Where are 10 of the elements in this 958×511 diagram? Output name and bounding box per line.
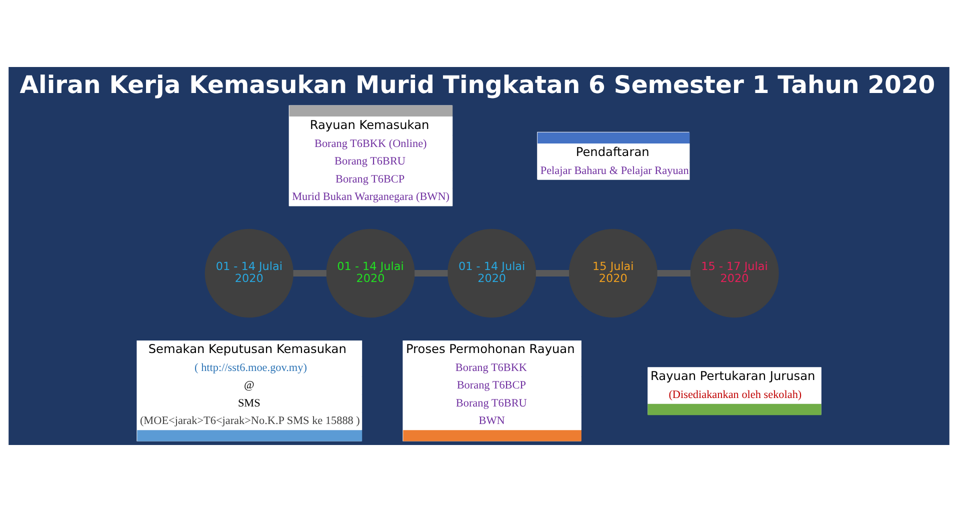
node-circle: 15 - 17 Julai 2020 xyxy=(690,228,779,318)
node-circle: 15 Julai 2020 xyxy=(568,228,658,318)
node-circle: 01 - 14 Julai 2020 xyxy=(204,228,294,318)
node-circle: 01 - 14 Julai 2020 xyxy=(326,228,415,318)
connector xyxy=(536,270,570,276)
diagram-title: Aliran Kerja Kemasukan Murid Tingkatan 6 Semester 1 Tahun 2020 xyxy=(20,69,936,98)
node-circle: 01 - 14 Julai 2020 xyxy=(448,228,536,318)
connector xyxy=(293,270,326,276)
connector xyxy=(657,270,690,276)
connector xyxy=(414,270,448,276)
